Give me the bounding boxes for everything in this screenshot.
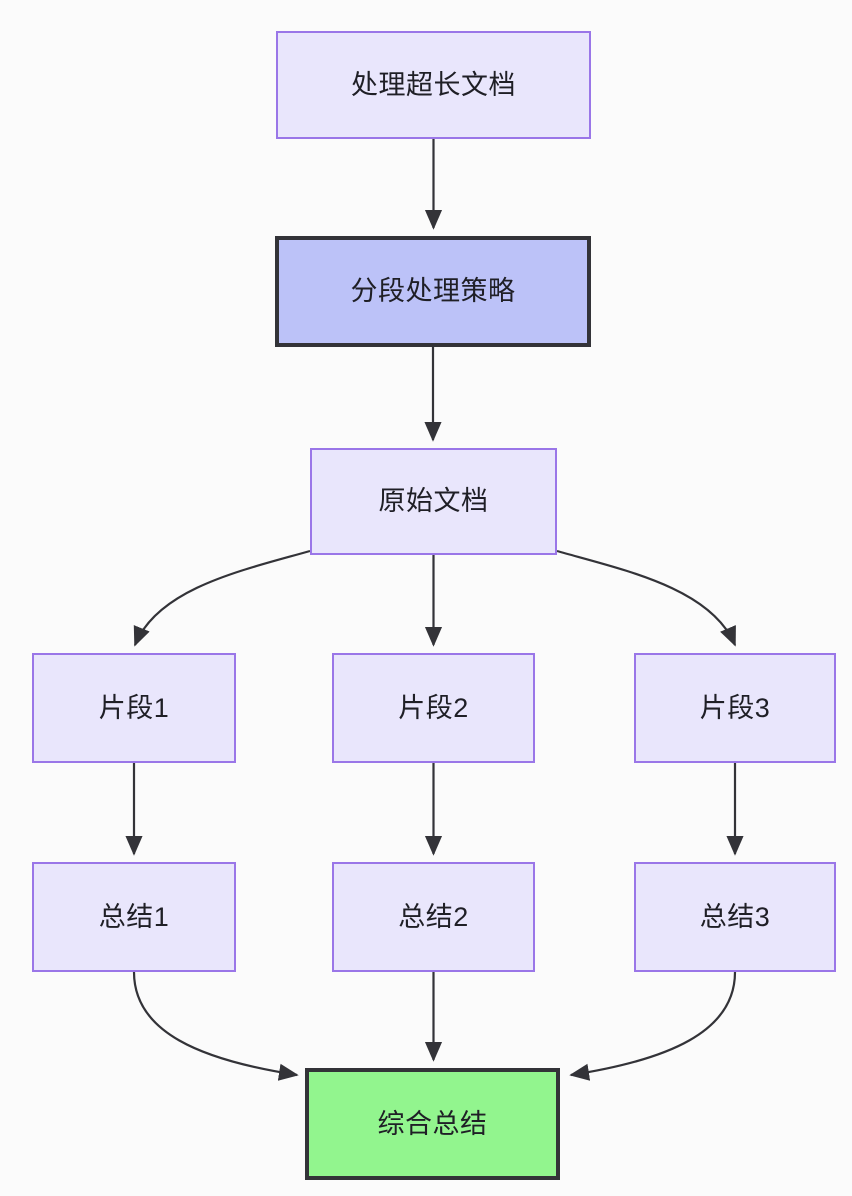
node-label: 分段处理策略 bbox=[350, 276, 516, 307]
node-chunking-strategy[interactable]: 分段处理策略 bbox=[275, 236, 591, 347]
node-label: 处理超长文档 bbox=[351, 69, 516, 100]
node-summary-1[interactable]: 总结1 bbox=[32, 862, 236, 972]
node-summary-2[interactable]: 总结2 bbox=[332, 862, 535, 972]
node-fragment-1[interactable]: 片段1 bbox=[32, 653, 236, 763]
node-final-summary[interactable]: 综合总结 bbox=[305, 1068, 560, 1180]
node-label: 总结3 bbox=[699, 901, 771, 932]
node-fragment-2[interactable]: 片段2 bbox=[332, 653, 535, 763]
edge-source-to-frag1 bbox=[133, 549, 311, 647]
node-label: 总结2 bbox=[398, 901, 469, 932]
node-label: 片段3 bbox=[699, 692, 771, 723]
node-label: 总结1 bbox=[98, 901, 170, 932]
node-source-document[interactable]: 原始文档 bbox=[310, 448, 557, 555]
edge-sum1-to-final bbox=[132, 971, 299, 1081]
node-label: 原始文档 bbox=[378, 486, 489, 517]
node-label: 片段1 bbox=[98, 692, 170, 723]
node-summary-3[interactable]: 总结3 bbox=[634, 862, 836, 972]
node-label: 综合总结 bbox=[377, 1108, 488, 1139]
node-fragment-3[interactable]: 片段3 bbox=[634, 653, 836, 763]
edge-sum3-to-final bbox=[569, 971, 737, 1081]
node-label: 片段2 bbox=[398, 692, 469, 723]
edge-source-to-frag3 bbox=[556, 549, 737, 647]
node-process-long-document[interactable]: 处理超长文档 bbox=[276, 31, 591, 139]
